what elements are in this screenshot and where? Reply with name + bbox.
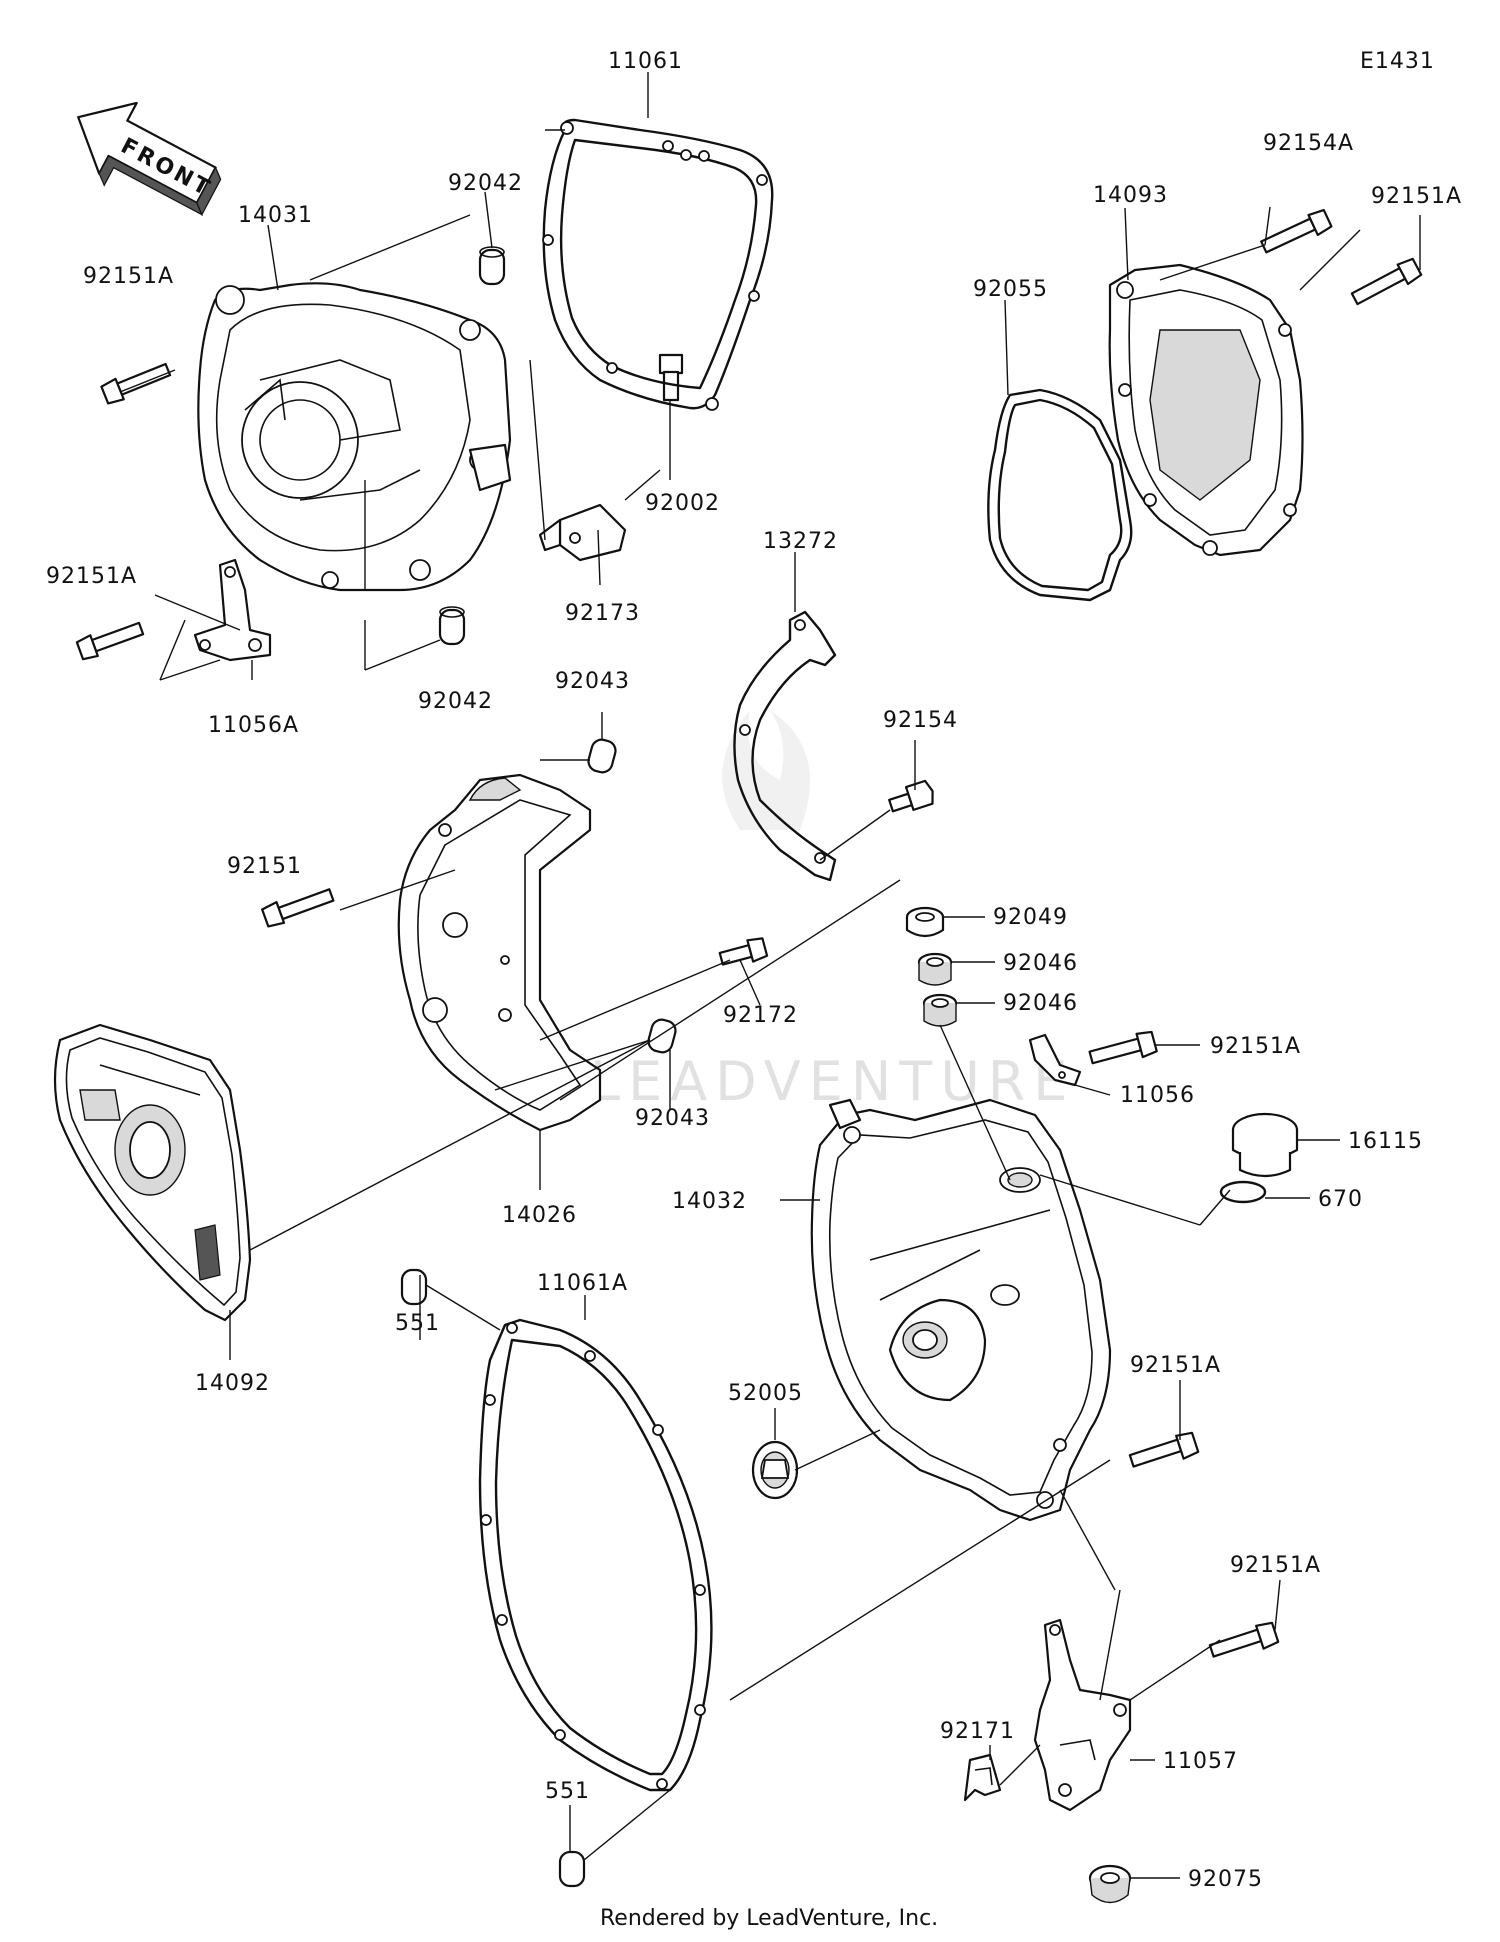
- cover-14026: [397, 773, 602, 1132]
- bearing-92046-lower: [922, 993, 958, 1027]
- diagram-code: E1431: [1360, 49, 1435, 74]
- label-16115: 16115: [1348, 1129, 1423, 1154]
- label-92042-top: 92042: [448, 171, 523, 196]
- bolt-92151A-left-upper: [100, 362, 172, 405]
- clutch-cover-14032: [810, 1098, 1112, 1522]
- label-11056A: 11056A: [208, 713, 299, 738]
- label-92151A-right-lower-1: 92151A: [1130, 1353, 1221, 1378]
- label-14031: 14031: [238, 203, 313, 228]
- bolt-92151: [261, 888, 335, 928]
- bearing-92046-upper: [917, 952, 953, 986]
- label-11061A: 11061A: [537, 1271, 628, 1296]
- label-92151A-lower-left: 92151A: [46, 564, 137, 589]
- dowel-551-upper: [400, 1268, 428, 1306]
- clip-11056: [1028, 1033, 1082, 1087]
- oring-670: [1219, 1180, 1267, 1204]
- bracket-92173: [538, 503, 627, 562]
- label-11056: 11056: [1120, 1083, 1195, 1108]
- bolt-92151A-right: [1350, 257, 1423, 306]
- label-551-lower: 551: [545, 1779, 590, 1804]
- footer-credit: Rendered by LeadVenture, Inc.: [600, 1906, 938, 1931]
- bolt-92151A-right-lower-1: [1128, 1431, 1200, 1468]
- label-551-upper: 551: [395, 1311, 440, 1336]
- label-13272: 13272: [763, 529, 838, 554]
- cover-14093: [1108, 263, 1304, 557]
- label-92172: 92172: [723, 1003, 798, 1028]
- generator-cover-14031: [197, 282, 512, 592]
- bolt-92154: [888, 779, 934, 813]
- label-92173: 92173: [565, 601, 640, 626]
- label-14092: 14092: [195, 1371, 270, 1396]
- bolt-92002: [658, 353, 684, 402]
- label-92043-bottom: 92043: [635, 1106, 710, 1131]
- cover-14092: [53, 1023, 252, 1322]
- gasket-92055: [987, 388, 1133, 602]
- bolt-92151A-left-lower: [75, 621, 145, 661]
- grommet-92075: [1088, 1864, 1132, 1904]
- label-11061: 11061: [608, 49, 683, 74]
- dowel-551-lower: [558, 1850, 586, 1888]
- bracket-11056A: [193, 558, 272, 662]
- bracket-11057: [1033, 1618, 1132, 1812]
- dowel-92043-top: [587, 738, 617, 774]
- part-labels: 11061 92042 14031 92151A 92151A 11056A 9…: [46, 49, 1462, 1892]
- label-92046-upper: 92046: [1003, 951, 1078, 976]
- bolt-92154A: [1260, 208, 1333, 254]
- front-arrow: FRONT: [77, 101, 222, 217]
- label-92055: 92055: [973, 277, 1048, 302]
- label-92042-bottom: 92042: [418, 689, 493, 714]
- bolt-92151A-right-mid: [1088, 1030, 1158, 1065]
- seal-52005: [751, 1440, 799, 1500]
- gasket-11061A: [478, 1318, 713, 1792]
- leader-lines: [119, 72, 1421, 1879]
- label-92154A: 92154A: [1263, 131, 1354, 156]
- label-92154: 92154: [883, 708, 958, 733]
- label-92151A-right-mid: 92151A: [1210, 1034, 1301, 1059]
- label-14026: 14026: [502, 1203, 577, 1228]
- seal-92049: [905, 906, 945, 938]
- clip-92171: [963, 1753, 1002, 1802]
- label-92151: 92151: [227, 854, 302, 879]
- dowel-92042-bottom: [438, 606, 466, 646]
- plug-16115: [1231, 1112, 1299, 1178]
- label-52005: 52005: [728, 1381, 803, 1406]
- label-92002: 92002: [645, 491, 720, 516]
- label-92151A-upper-left: 92151A: [83, 264, 174, 289]
- dowel-92042-top: [478, 246, 506, 286]
- gasket-11061: [542, 118, 774, 411]
- label-11057: 11057: [1163, 1749, 1238, 1774]
- label-14032: 14032: [672, 1189, 747, 1214]
- label-92151A-top-right: 92151A: [1371, 184, 1462, 209]
- bolt-92172: [718, 937, 769, 966]
- label-92171: 92171: [940, 1719, 1015, 1744]
- label-670: 670: [1318, 1187, 1363, 1212]
- dowel-92043-bottom: [647, 1018, 677, 1054]
- label-92043-top: 92043: [555, 669, 630, 694]
- bolt-92151A-right-lower-2: [1208, 1621, 1280, 1658]
- label-14093: 14093: [1093, 183, 1168, 208]
- label-92049: 92049: [993, 905, 1068, 930]
- label-92046-lower: 92046: [1003, 991, 1078, 1016]
- label-92075: 92075: [1188, 1867, 1263, 1892]
- label-92151A-right-lower-2: 92151A: [1230, 1553, 1321, 1578]
